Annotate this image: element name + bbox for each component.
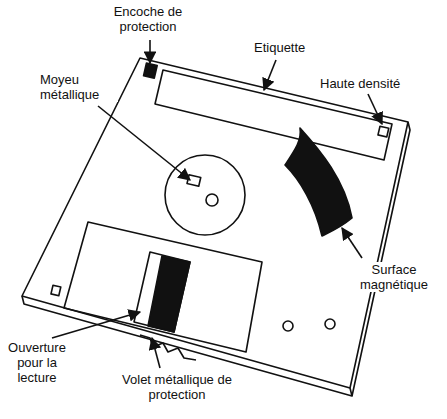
leader-line bbox=[149, 40, 151, 63]
leader-line bbox=[342, 228, 362, 258]
read-window bbox=[134, 252, 190, 332]
protection-notch-label: Encoche de protection bbox=[102, 4, 194, 34]
label-strip-label: Etiquette bbox=[252, 40, 332, 55]
metal-shutter bbox=[64, 222, 262, 352]
disk-edge bbox=[352, 122, 410, 396]
hub-hole bbox=[206, 194, 218, 206]
read-slot bbox=[148, 256, 190, 332]
shutter-edge bbox=[140, 335, 196, 360]
corner-hole bbox=[325, 319, 335, 329]
leader-line bbox=[368, 94, 382, 124]
protection-notch bbox=[144, 63, 158, 78]
leader-line bbox=[98, 106, 190, 180]
corner-hole bbox=[51, 285, 61, 296]
magnetic-surface-label: Surface magnétique bbox=[348, 262, 440, 292]
leader-line bbox=[264, 60, 276, 90]
leader-line bbox=[152, 338, 160, 368]
hub-slot bbox=[187, 175, 201, 186]
corner-hole bbox=[283, 321, 293, 331]
metal-hub bbox=[165, 155, 245, 235]
hub-label: Moyeu métallique bbox=[38, 72, 118, 102]
density-label: Haute densité bbox=[318, 76, 428, 91]
shutter-label: Volet métallique de protection bbox=[118, 372, 236, 402]
density-hole bbox=[378, 126, 389, 137]
magnetic-surface bbox=[285, 128, 352, 236]
leader-line bbox=[52, 312, 140, 338]
disk-outline bbox=[22, 58, 408, 388]
read-opening-label: Ouverture pour la lecture bbox=[4, 340, 70, 385]
